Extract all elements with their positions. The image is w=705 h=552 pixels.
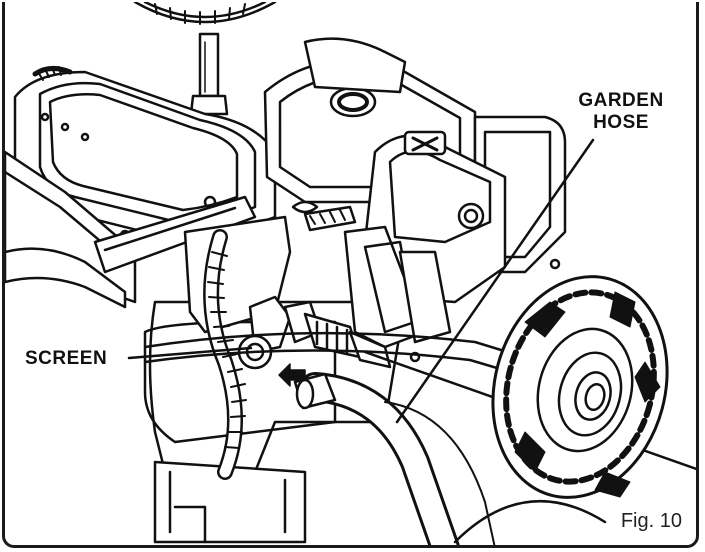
garden-hose	[293, 372, 496, 545]
engine	[263, 37, 567, 363]
garden-hose-label-line2: HOSE	[593, 112, 649, 133]
handle-bar	[5, 195, 257, 309]
figure-frame: GARDEN HOSE SCREEN Fig. 10	[2, 2, 699, 548]
garden-hose-leader	[395, 138, 595, 424]
screen-leader	[127, 346, 253, 360]
figure-caption: Fig. 10	[620, 510, 682, 532]
wheel	[491, 275, 669, 499]
pressure-washer-illustration	[5, 2, 696, 545]
screen-label: SCREEN	[25, 348, 108, 369]
arrow-left-icon	[278, 363, 306, 387]
garden-hose-label-line1: GARDEN	[578, 90, 664, 111]
inlet-hose	[203, 229, 247, 480]
top-knob	[133, 2, 277, 116]
